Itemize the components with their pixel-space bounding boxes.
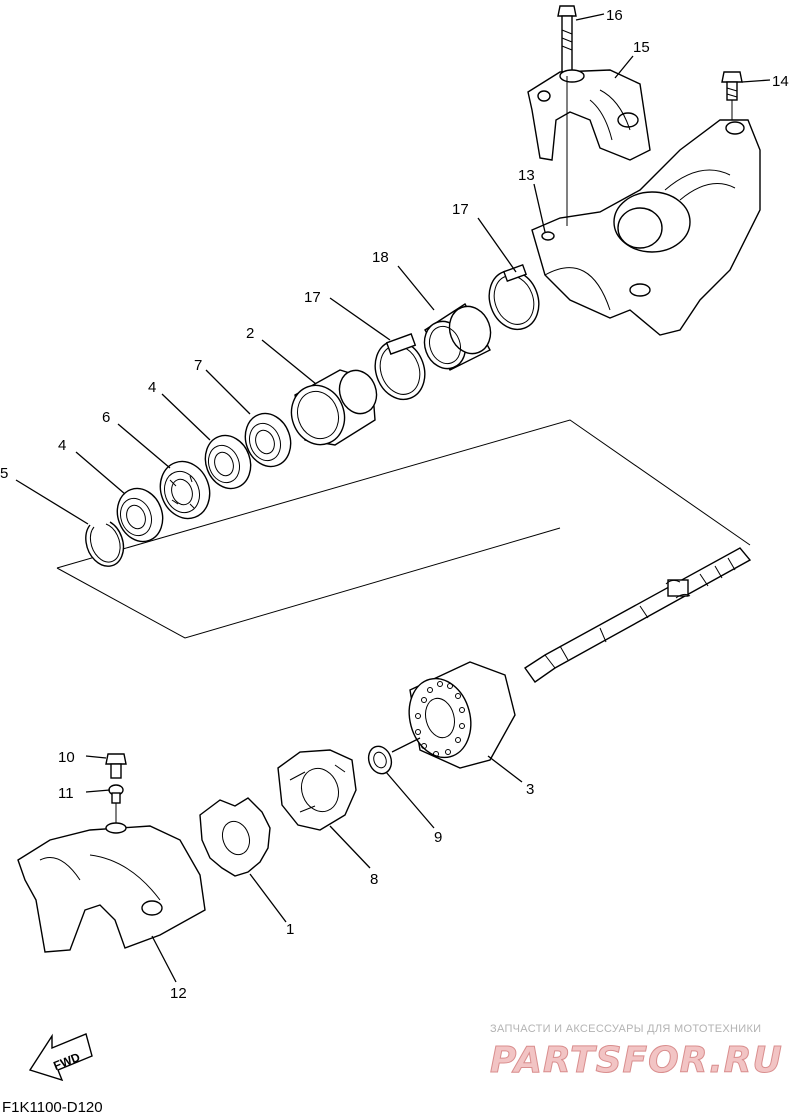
part-18-sleeve [423, 303, 492, 371]
part-3-coupler [408, 661, 516, 769]
part-10-bolt [105, 753, 127, 779]
part-17-clamp-upper [488, 263, 540, 331]
callout-9: 9 [434, 829, 442, 846]
callout-6: 6 [102, 409, 110, 426]
part-1-rubber [199, 797, 271, 877]
callout-17-lower: 17 [304, 289, 321, 306]
callout-1: 1 [286, 921, 294, 938]
part-4-bearing-upper [204, 434, 252, 490]
fwd-arrow-icon: FWD [28, 1033, 93, 1082]
part-8-damper [277, 749, 357, 831]
part-5-circlip [85, 521, 125, 567]
callout-17-upper: 17 [452, 201, 469, 218]
watermark-logo: PARTSFOR.RU [490, 1040, 783, 1081]
callout-15: 15 [633, 39, 650, 56]
callout-16: 16 [606, 7, 623, 24]
watermark: ЗАПЧАСТИ И АКСЕССУАРЫ ДЛЯ МОТОТЕХНИКИ PA… [490, 1023, 783, 1082]
part-7-bearing [244, 412, 292, 468]
watermark-tagline: ЗАПЧАСТИ И АКСЕССУАРЫ ДЛЯ МОТОТЕХНИКИ [490, 1023, 761, 1035]
part-14-bolt [721, 71, 743, 101]
part-17-clamp-lower [374, 333, 426, 401]
leader-lines [15, 13, 771, 983]
callout-5: 5 [0, 465, 8, 482]
drive-shaft [524, 547, 752, 683]
callout-13: 13 [518, 167, 535, 184]
callout-18: 18 [372, 249, 389, 266]
callout-11: 11 [58, 785, 74, 802]
callout-3: 3 [526, 781, 534, 798]
callout-8: 8 [370, 871, 378, 888]
callout-12: 12 [170, 985, 187, 1002]
diagram-code: F1K1100-D120 [2, 1099, 103, 1116]
callout-labels: 16 15 14 13 17 18 17 2 7 4 6 4 5 10 11 3… [0, 7, 789, 1002]
part-16-bolt [557, 5, 577, 77]
callout-4-lower: 4 [58, 437, 66, 454]
part-11-washer [108, 784, 124, 804]
callout-2: 2 [246, 325, 254, 342]
part-12-cover [17, 822, 206, 953]
callout-10: 10 [58, 749, 75, 766]
part-6-roller-bearing [159, 460, 211, 520]
callout-4-upper: 4 [148, 379, 156, 396]
assembly-outline [56, 419, 751, 569]
callout-7: 7 [194, 357, 202, 374]
part-4-bearing-lower [116, 487, 164, 543]
assembly-outline-lower [56, 527, 561, 639]
part-9-washer [367, 745, 393, 775]
callout-14: 14 [772, 73, 789, 90]
part-13-housing [531, 119, 761, 336]
part-15-clamp-cap [527, 69, 651, 161]
part-2-bearing-housing [290, 369, 378, 446]
